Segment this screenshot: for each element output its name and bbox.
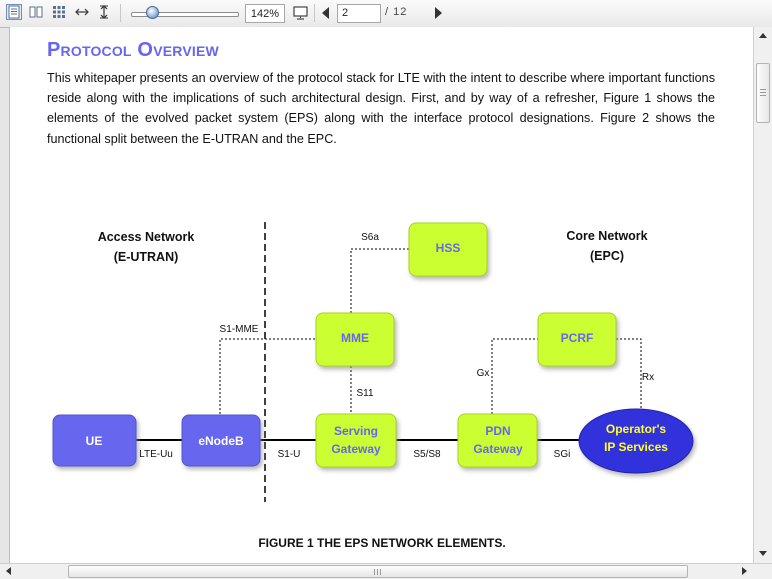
sgw-label-line1: Serving xyxy=(334,424,378,438)
ue-node: UE xyxy=(52,414,137,467)
intro-paragraph: This whitepaper presents an overview of … xyxy=(47,71,715,146)
single-page-view-button[interactable] xyxy=(6,4,22,20)
hss-node: HSS xyxy=(408,222,488,277)
single-page-icon xyxy=(8,5,20,19)
sgi-label: SGi xyxy=(554,449,571,460)
s6a-label: S6a xyxy=(361,232,379,243)
fullscreen-button[interactable] xyxy=(292,5,309,21)
two-page-view-button[interactable] xyxy=(28,4,44,20)
s5-s8-label: S5/S8 xyxy=(413,449,441,460)
core-network-subtitle: (EPC) xyxy=(590,249,624,263)
scroll-left-icon[interactable] xyxy=(6,567,11,575)
grid-icon xyxy=(53,6,65,18)
horizontal-scroll-thumb[interactable] xyxy=(68,565,688,578)
fit-width-button[interactable] xyxy=(74,4,90,20)
core-network-title: Core Network xyxy=(566,229,647,243)
rx-link xyxy=(616,338,642,419)
rx-label: Rx xyxy=(642,372,654,383)
pcrf-label: PCRF xyxy=(561,331,594,345)
operator-ip-services-node: Operator's IP Services xyxy=(578,408,694,474)
document-page: Protocol Overview This whitepaper presen… xyxy=(9,27,754,563)
scroll-up-icon[interactable] xyxy=(759,33,767,38)
fit-width-icon xyxy=(75,8,89,16)
scroll-right-icon[interactable] xyxy=(742,567,747,575)
vertical-scrollbar[interactable] xyxy=(753,27,772,563)
enodeb-node: eNodeB xyxy=(181,414,261,467)
s1-mme-link xyxy=(219,338,316,414)
ue-label: UE xyxy=(86,434,103,448)
viewer-toolbar: 142% 2 / 12 xyxy=(0,0,772,28)
hss-label: HSS xyxy=(436,241,461,255)
fit-height-button[interactable] xyxy=(96,4,112,20)
section-heading: Protocol Overview xyxy=(47,39,219,61)
pgw-label-line2: Gateway xyxy=(473,442,523,456)
enodeb-label: eNodeB xyxy=(198,434,244,448)
mme-label: MME xyxy=(341,331,369,345)
pgw-label-line1: PDN xyxy=(485,424,510,438)
figure-caption: FIGURE 1 THE EPS NETWORK ELEMENTS. xyxy=(258,536,506,550)
ops-label-line2: IP Services xyxy=(604,440,668,454)
scroll-down-icon[interactable] xyxy=(759,551,767,556)
s1-u-label: S1-U xyxy=(278,449,301,460)
zoom-slider-track[interactable] xyxy=(131,12,239,17)
s6a-link xyxy=(350,248,409,313)
vertical-scroll-thumb[interactable] xyxy=(756,63,770,123)
monitor-icon xyxy=(293,6,308,20)
s11-label: S11 xyxy=(356,388,373,399)
horizontal-scrollbar[interactable] xyxy=(0,563,772,579)
access-network-title: Access Network xyxy=(98,230,195,244)
s1-mme-label: S1-MME xyxy=(220,324,259,335)
two-page-icon xyxy=(29,6,43,18)
fit-height-icon xyxy=(100,5,108,19)
gx-label: Gx xyxy=(477,368,490,379)
thumbnail-view-button[interactable] xyxy=(51,4,67,20)
zoom-slider-handle[interactable] xyxy=(146,6,159,19)
lte-uu-label: LTE-Uu xyxy=(139,449,173,460)
eps-network-diagram: UE eNodeB MME HSS Serving Gateway PDN Ga… xyxy=(52,222,694,502)
mme-node: MME xyxy=(315,312,395,367)
access-network-subtitle: (E-UTRAN) xyxy=(114,250,179,264)
zoom-level-field[interactable]: 142% xyxy=(245,4,285,23)
sgw-label-line2: Gateway xyxy=(331,442,381,456)
page-number-input[interactable]: 2 xyxy=(337,4,381,23)
gx-link xyxy=(491,338,538,414)
next-page-icon[interactable] xyxy=(435,7,442,19)
page-total-label: / 12 xyxy=(385,6,408,18)
previous-page-icon[interactable] xyxy=(322,7,329,19)
serving-gateway-node: Serving Gateway xyxy=(315,413,397,468)
pcrf-node: PCRF xyxy=(537,312,617,367)
pdn-gateway-node: PDN Gateway xyxy=(457,413,538,468)
ops-label-line1: Operator's xyxy=(606,422,667,436)
